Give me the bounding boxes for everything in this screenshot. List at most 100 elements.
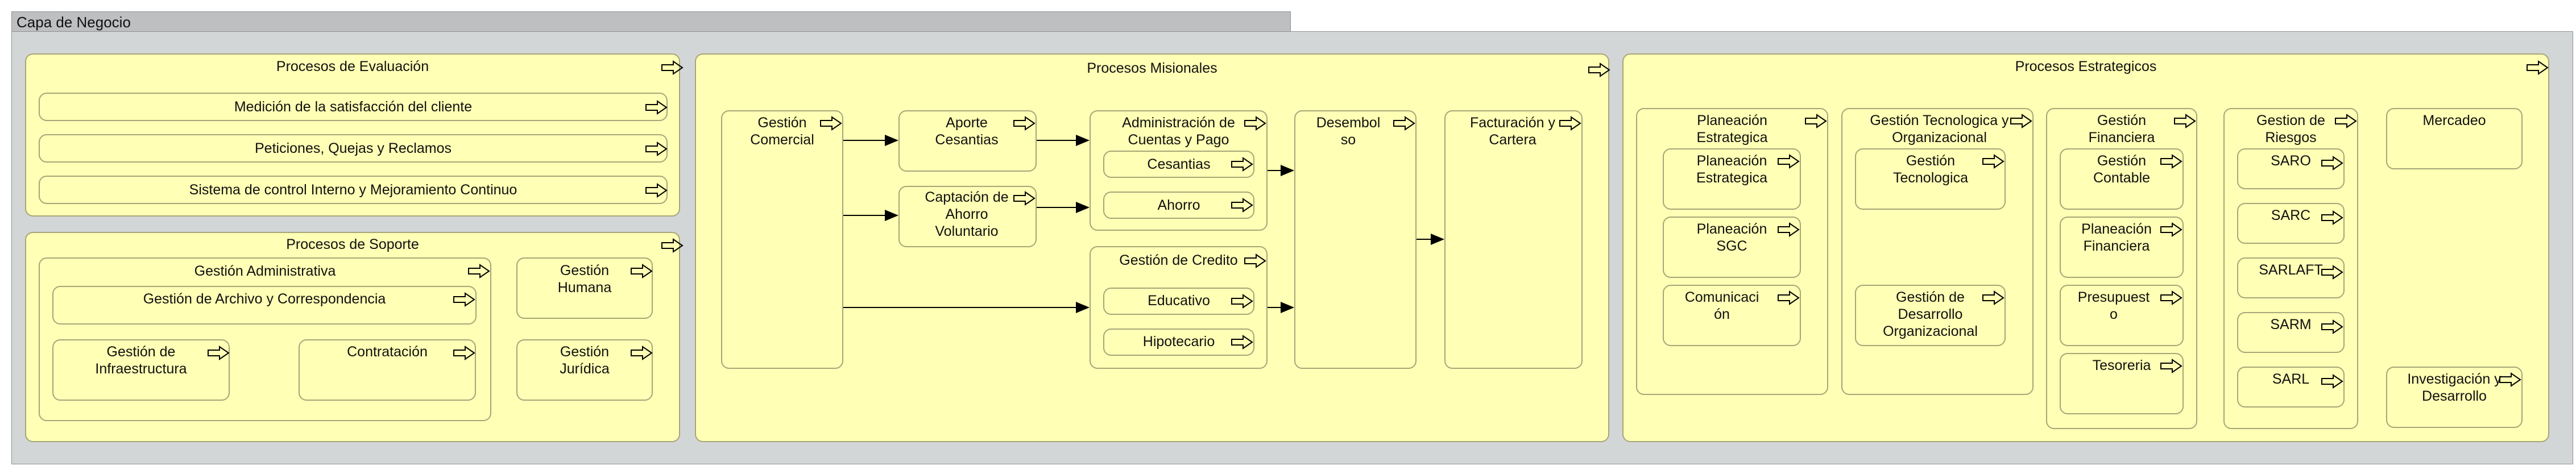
- process-arrow-icon: [1231, 335, 1253, 350]
- proc-mercadeo[interactable]: [2386, 108, 2523, 169]
- gestion-financiera-title: Gestión Financiera: [2088, 113, 2155, 145]
- process-arrow-icon: [2321, 319, 2343, 334]
- process-arrow-icon: [1588, 63, 1610, 77]
- proc-gestion-juridica-label: Gestión Jurídica: [560, 344, 610, 377]
- eval-item-label: Medición de la satisfacción del cliente: [234, 99, 473, 115]
- proc-gestion-tecnologica[interactable]: [1855, 148, 2006, 210]
- group-misionales-title: Procesos Misionales: [1087, 60, 1217, 76]
- eval-item-control[interactable]: [39, 176, 668, 204]
- process-arrow-icon: [2160, 290, 2182, 305]
- proc-contratacion[interactable]: [299, 339, 476, 401]
- proc-cesantias-label: Cesantias: [1147, 156, 1211, 172]
- eval-item-pqr[interactable]: [39, 134, 668, 163]
- proc-saro[interactable]: [2237, 148, 2345, 189]
- proc-saro-label: SARO: [2271, 153, 2311, 169]
- proc-planeacion-estrategica-label: Planeación Estrategica: [1696, 153, 1768, 186]
- proc-facturacion-cartera-label: Facturación y Cartera: [1469, 115, 1556, 148]
- process-arrow-icon: [2527, 60, 2549, 75]
- process-arrow-icon: [1982, 154, 2005, 169]
- process-arrow-icon: [661, 60, 684, 75]
- process-arrow-icon: [2321, 156, 2343, 171]
- proc-sarc[interactable]: [2237, 203, 2345, 244]
- proc-planeacion-sgc-label: Planeación SGC: [1696, 221, 1767, 254]
- process-arrow-icon: [1244, 253, 1266, 268]
- process-arrow-icon: [2335, 114, 2357, 128]
- proc-desarrollo-organizacional-label: Gestión de Desarrollo Organizacional: [1883, 289, 1978, 339]
- process-arrow-icon: [1393, 116, 1415, 131]
- proc-comunicacion-label: Comunicación: [1684, 289, 1759, 322]
- process-arrow-icon: [631, 346, 653, 360]
- group-soporte-title: Procesos de Soporte: [286, 236, 419, 252]
- process-arrow-icon: [2174, 114, 2196, 128]
- process-arrow-icon: [1231, 157, 1253, 172]
- proc-planeacion-financiera-label: Planeación Financiera: [2081, 221, 2152, 254]
- process-arrow-icon: [1778, 290, 1800, 305]
- proc-gestion-humana[interactable]: [516, 257, 653, 319]
- proc-hipotecario[interactable]: [1103, 329, 1254, 356]
- process-arrow-icon: [1013, 116, 1036, 131]
- proc-tesoreria-label: Tesoreria: [2092, 357, 2151, 373]
- process-arrow-icon: [2321, 210, 2343, 225]
- proc-gestion-comercial-label: Gestión Comercial: [750, 115, 814, 148]
- proc-aporte-cesantias-label: Aporte Cesantias: [935, 115, 999, 148]
- group-evaluacion-title: Procesos de Evaluación: [276, 59, 429, 74]
- process-arrow-icon: [1982, 290, 2005, 305]
- process-arrow-icon: [645, 183, 668, 198]
- gestion-riesgos-title: Gestion de Riesgos: [2256, 113, 2325, 145]
- gestion-tecnologica-title: Gestión Tecnologica y Organizacional: [1870, 113, 2009, 145]
- proc-desembolso[interactable]: [1294, 110, 1417, 369]
- process-arrow-icon: [2010, 114, 2032, 128]
- layer-title: Capa de Negocio: [11, 11, 1291, 32]
- process-arrow-icon: [2160, 359, 2182, 373]
- proc-desembolso-label: Desembolso: [1316, 115, 1381, 148]
- process-arrow-icon: [453, 346, 475, 360]
- proc-sarlaft[interactable]: [2237, 257, 2345, 298]
- eval-item-label: Sistema de control Interno y Mejoramient…: [189, 182, 517, 198]
- proc-facturacion-cartera[interactable]: [1444, 110, 1583, 369]
- proc-infraestructura[interactable]: [52, 339, 230, 401]
- process-arrow-icon: [2499, 372, 2521, 387]
- proc-cesantias[interactable]: [1103, 151, 1254, 178]
- proc-gestion-tecnologica-label: Gestión Tecnologica: [1892, 153, 1969, 186]
- process-arrow-icon: [645, 142, 668, 156]
- proc-archivo[interactable]: [52, 286, 477, 325]
- proc-gestion-comercial[interactable]: [721, 110, 843, 369]
- process-arrow-icon: [1231, 198, 1253, 213]
- proc-captacion-ahorro-label: Captación de Ahorro Voluntario: [925, 189, 1009, 239]
- process-arrow-icon: [468, 264, 490, 278]
- proc-educativo-label: Educativo: [1148, 293, 1210, 309]
- process-arrow-icon: [2160, 222, 2182, 237]
- proc-gestion-humana-label: Gestión Humana: [557, 263, 612, 296]
- process-arrow-icon: [2321, 265, 2343, 280]
- eval-item-satisfaccion[interactable]: [39, 93, 668, 121]
- proc-infraestructura-label: Gestión de Infraestructura: [95, 344, 187, 377]
- process-arrow-icon: [1805, 114, 1827, 128]
- proc-contratacion-label: Contratación: [347, 344, 428, 360]
- proc-archivo-label: Gestión de Archivo y Correspondencia: [143, 291, 386, 307]
- process-arrow-icon: [1559, 116, 1581, 131]
- proc-sarl[interactable]: [2237, 367, 2345, 408]
- process-arrow-icon: [1244, 116, 1266, 131]
- proc-educativo[interactable]: [1103, 288, 1254, 315]
- proc-mercadeo-label: Mercadeo: [2422, 113, 2486, 128]
- gestion-administrativa-title: Gestión Administrativa: [194, 263, 336, 279]
- proc-sarm-label: SARM: [2270, 317, 2312, 332]
- gestion-credito-label: Gestión de Credito: [1119, 252, 1238, 268]
- proc-sarm[interactable]: [2237, 312, 2345, 353]
- proc-hipotecario-label: Hipotecario: [1142, 334, 1215, 350]
- process-arrow-icon: [2160, 154, 2182, 169]
- proc-ahorro[interactable]: [1103, 192, 1254, 219]
- process-arrow-icon: [208, 346, 230, 360]
- process-arrow-icon: [1013, 191, 1036, 206]
- process-arrow-icon: [820, 116, 842, 131]
- admin-cuentas-label: Administración de Cuentas y Pago: [1122, 115, 1235, 148]
- proc-gestion-contable-label: Gestión Contable: [2093, 153, 2151, 186]
- proc-gestion-juridica[interactable]: [516, 339, 653, 401]
- process-arrow-icon: [453, 292, 475, 307]
- proc-presupuesto-label: Presupuesto: [2077, 289, 2150, 322]
- group-estrategicos-title: Procesos Estrategicos: [2015, 59, 2157, 74]
- process-arrow-icon: [1778, 154, 1800, 169]
- proc-desarrollo-organizacional[interactable]: [1855, 285, 2006, 346]
- process-arrow-icon: [1231, 294, 1253, 309]
